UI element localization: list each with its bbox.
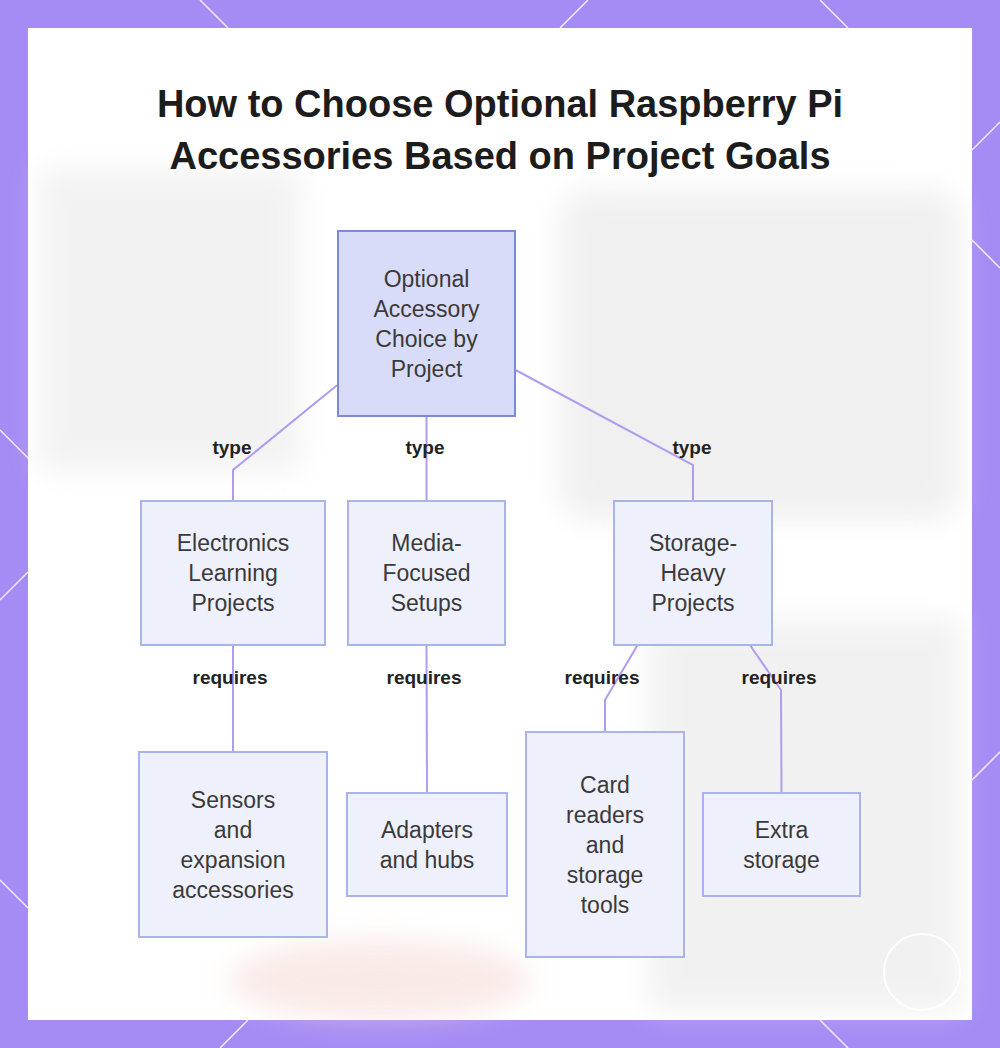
pattern-line (972, 240, 1000, 268)
logo-mark (884, 934, 960, 1010)
connector-line (232, 646, 234, 751)
pattern-line (220, 1020, 248, 1048)
edge-label: type (212, 437, 251, 459)
node-label: Extra storage (734, 815, 829, 875)
pattern-line (0, 430, 28, 458)
photo-shape (230, 940, 530, 1020)
connector-line (426, 417, 428, 500)
connector-line (516, 370, 693, 500)
pattern-line (972, 122, 1000, 150)
node-label: Sensors and expansion accessories (172, 785, 293, 905)
pattern-line (0, 880, 28, 908)
edge-label: requires (742, 667, 817, 689)
category-box: Extra storage (702, 792, 861, 897)
category-box: Storage-Heavy Projects (613, 500, 773, 646)
edge-label: requires (565, 667, 640, 689)
node-label: Storage-Heavy Projects (637, 528, 749, 618)
category-box: Sensors and expansion accessories (138, 751, 328, 938)
photo-shape (650, 620, 960, 1010)
root-box: Optional Accessory Choice by Project (337, 230, 516, 417)
edge-label: type (405, 437, 444, 459)
pattern-line (820, 0, 848, 28)
photo-shape (40, 170, 300, 470)
pattern-line (0, 572, 28, 600)
node-label: Optional Accessory Choice by Project (367, 264, 486, 384)
diagram-title: How to Choose Optional Raspberry Pi Acce… (110, 78, 890, 182)
pattern-line (972, 752, 1000, 780)
category-box: Electronics Learning Projects (140, 500, 326, 646)
pattern-line (820, 1020, 848, 1048)
photo-shape (560, 190, 960, 520)
node-label: Electronics Learning Projects (160, 528, 306, 618)
pattern-line (560, 0, 588, 28)
pattern-line (200, 0, 228, 28)
category-box: Adapters and hubs (346, 792, 508, 897)
edge-label: requires (193, 667, 268, 689)
node-label: Adapters and hubs (378, 815, 476, 875)
blurred-photo (40, 170, 960, 1020)
node-label: Card readers and storage tools (565, 770, 645, 920)
edge-label: requires (387, 667, 462, 689)
node-label: Media-Focused Setups (371, 528, 482, 618)
panel (28, 28, 972, 1020)
edge-label: type (672, 437, 711, 459)
connector-line (605, 646, 637, 731)
category-box: Card readers and storage tools (525, 731, 685, 958)
category-box: Media-Focused Setups (347, 500, 506, 646)
